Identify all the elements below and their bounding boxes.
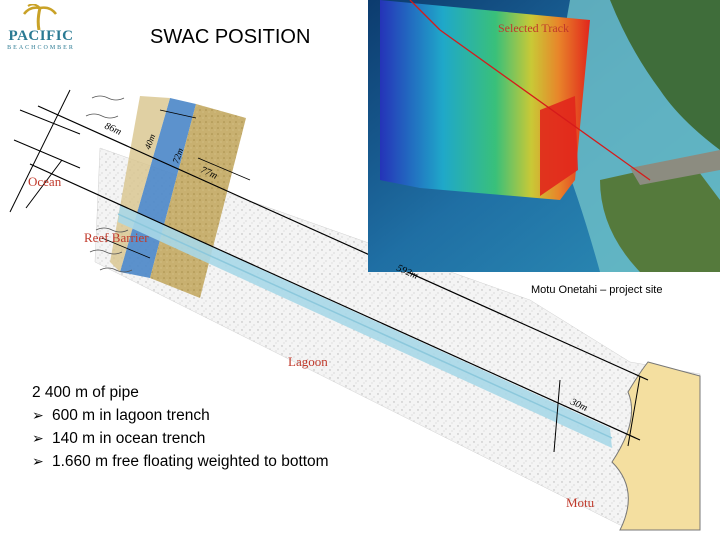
alignment-line: [37, 105, 649, 381]
logo-name: PACIFIC: [8, 28, 74, 44]
summary-item: 600 m in lagoon trench: [32, 404, 329, 427]
page-title: SWAC POSITION: [150, 26, 311, 48]
runway: [630, 150, 720, 185]
reef-barrier-sand: [150, 104, 246, 298]
island-motu: [600, 160, 720, 272]
logo-subtitle: BEACHCOMBER: [7, 45, 75, 51]
selected-track-line: [439, 29, 651, 181]
pipe-line: [29, 163, 641, 441]
brand-logo: PACIFIC BEACHCOMBER: [6, 4, 73, 52]
reef-edge: [110, 96, 170, 272]
island-north: [610, 0, 720, 150]
satellite-image: [368, 0, 720, 272]
ocean-stripe: [120, 98, 196, 278]
summary-item: 1.660 m free floating weighted to bottom: [32, 450, 329, 473]
summary-item: 140 m in ocean trench: [32, 427, 329, 450]
bathymetry-swath: [380, 0, 590, 200]
motu-island: [611, 361, 701, 531]
pipe-summary: 2 400 m of pipe 600 m in lagoon trench 1…: [32, 382, 329, 473]
summary-heading: 2 400 m of pipe: [32, 384, 139, 401]
palm-icon: [23, 4, 57, 30]
